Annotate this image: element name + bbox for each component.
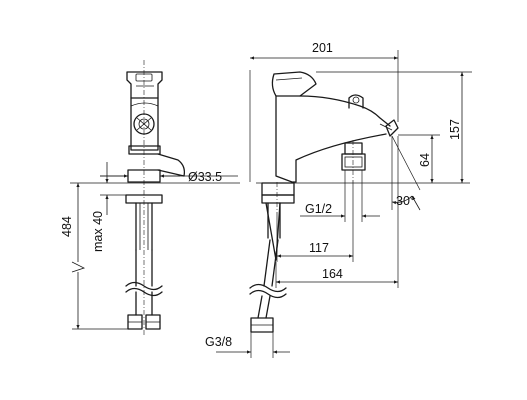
spout-height-label: 64: [418, 153, 432, 167]
diverter-knob: [348, 94, 364, 109]
reach-164-label: 164: [322, 267, 343, 281]
reach-117-label: 117: [309, 241, 329, 255]
front-collar: [128, 145, 161, 155]
front-spout: [157, 153, 186, 177]
side-lever: [271, 71, 317, 97]
side-view: 201 157 64 30° G1/2 117 164: [205, 41, 472, 358]
shower-connector: [344, 142, 363, 155]
connection-thread-label: G1/2: [305, 202, 332, 216]
overall-height-label: 157: [448, 119, 462, 140]
hose-thread-label: G3/8: [205, 335, 232, 349]
overall-width-label: 201: [312, 41, 333, 55]
side-body: [275, 95, 387, 183]
front-lever: [126, 71, 163, 99]
front-view: Ø33.5 max 40 484: [60, 60, 240, 335]
hose-length-label: 484: [60, 216, 74, 237]
side-spout: [385, 119, 399, 137]
spout-angle-label: 30°: [396, 194, 415, 208]
diameter-label: Ø33.5: [188, 170, 222, 184]
front-body: [130, 97, 159, 151]
max-thickness-label: max 40: [91, 211, 105, 252]
shower-nut: [341, 153, 366, 171]
